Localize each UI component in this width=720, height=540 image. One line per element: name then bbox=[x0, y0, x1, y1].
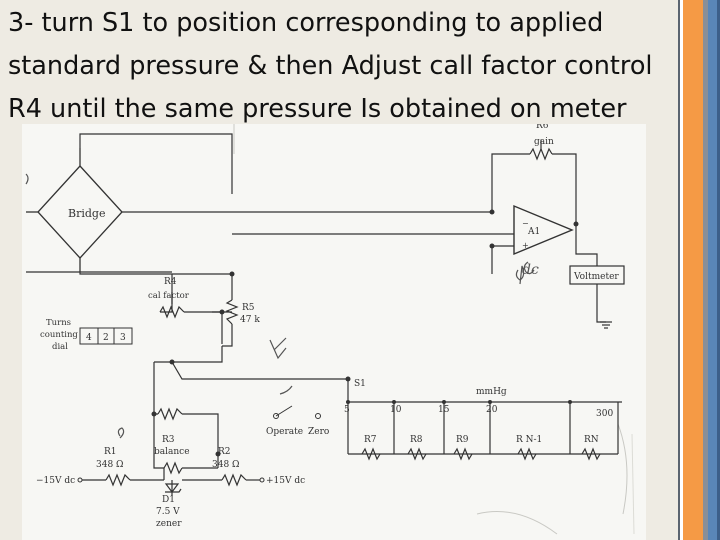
handwritten-marks bbox=[25, 173, 293, 439]
resistor-ladder bbox=[361, 447, 601, 461]
svg-text:Turns: Turns bbox=[46, 318, 71, 328]
dial-digit: 3 bbox=[120, 333, 126, 343]
r1-label: R1 bbox=[104, 447, 117, 457]
decorative-bar bbox=[680, 0, 683, 540]
zener-value: 7.5 V bbox=[156, 507, 180, 517]
gain-pot-label: R6 bbox=[536, 124, 549, 131]
gain-label: gain bbox=[534, 137, 554, 147]
r1-r2-resistors bbox=[105, 473, 247, 487]
r2-value: 348 Ω bbox=[212, 460, 240, 470]
r9-label: R9 bbox=[456, 435, 469, 445]
handwritten-dc: dc bbox=[522, 262, 539, 278]
voltmeter-box: Voltmeter bbox=[569, 265, 625, 285]
handwritten-dc-mark bbox=[515, 261, 535, 285]
amplifier-label: A1 bbox=[527, 227, 540, 237]
r8-label: R8 bbox=[410, 435, 423, 445]
positive-supply-label: +15V dc bbox=[266, 476, 305, 486]
rn1-label: R N-1 bbox=[516, 435, 542, 445]
r1-value: 348 Ω bbox=[96, 460, 124, 470]
switch-s1-label: S1 bbox=[354, 379, 366, 389]
svg-text:−: − bbox=[522, 219, 529, 228]
decorative-bar-gray bbox=[703, 0, 708, 540]
balance-label: balance bbox=[154, 447, 190, 457]
turns-counting-dial: Turns counting dial 4 2 3 bbox=[40, 318, 133, 352]
r7-label: R7 bbox=[364, 435, 377, 445]
r3-label: R3 bbox=[162, 435, 175, 445]
bridge-block bbox=[26, 148, 123, 272]
scale-tick: 300 bbox=[596, 409, 613, 419]
scale-tick: 5 bbox=[344, 405, 350, 415]
dial-digit: 2 bbox=[103, 333, 109, 343]
decorative-bar bbox=[678, 0, 680, 540]
negative-supply-label: −15V dc bbox=[36, 476, 75, 486]
r2-label: R2 bbox=[218, 447, 231, 457]
pressure-scale: 5 10 15 20 300 bbox=[344, 400, 613, 419]
r5-label: R5 bbox=[242, 303, 255, 313]
voltmeter-label: Voltmeter bbox=[573, 272, 619, 282]
scale-tick: 15 bbox=[438, 405, 450, 415]
cal-factor-label: cal factor bbox=[148, 291, 190, 301]
rn-label: RN bbox=[584, 435, 599, 445]
slide-text-line-2: standard pressure & then Adjust call fac… bbox=[8, 51, 653, 81]
op-amp-a1 bbox=[513, 204, 574, 256]
zener-diode-d1 bbox=[164, 483, 182, 493]
junction-dots bbox=[151, 209, 579, 457]
circuit-schematic: Bridge bbox=[25, 124, 635, 535]
r5-resistor bbox=[225, 299, 239, 325]
d1-label: D1 bbox=[162, 495, 175, 505]
dial-digit: 4 bbox=[86, 333, 92, 343]
svg-text:dial: dial bbox=[52, 342, 68, 352]
gain-potentiometer bbox=[529, 140, 553, 161]
circuit-wires bbox=[26, 133, 622, 496]
zero-label: Zero bbox=[308, 427, 329, 437]
r5-value: 47 k bbox=[240, 315, 260, 325]
zener-label: zener bbox=[156, 519, 182, 529]
decorative-bar-orange bbox=[683, 0, 703, 540]
slide-text-line-3: R4 until the same pressure Is obtained o… bbox=[8, 94, 627, 124]
r4-label: R4 bbox=[164, 277, 177, 287]
r3-balance-pot bbox=[157, 407, 183, 475]
scan-artifacts bbox=[233, 124, 635, 535]
bridge-label: Bridge bbox=[68, 207, 105, 220]
slide-body-text: 3- turn S1 to position corresponding to … bbox=[8, 2, 680, 131]
decorative-bar-blue bbox=[708, 0, 717, 540]
operate-label: Operate bbox=[266, 427, 303, 437]
mode-switch: Operate Zero bbox=[266, 405, 329, 437]
mmhg-label: mmHg bbox=[476, 387, 507, 397]
r4-cal-factor-pot bbox=[159, 292, 185, 319]
svg-text:counting: counting bbox=[40, 330, 78, 340]
slide-text-line-1: 3- turn S1 to position corresponding to … bbox=[8, 8, 604, 38]
circuit-diagram-photo: Bridge bbox=[22, 124, 646, 540]
decorative-bar-edge bbox=[717, 0, 720, 540]
scale-tick: 20 bbox=[486, 405, 498, 415]
svg-text:+: + bbox=[522, 241, 529, 250]
scale-tick: 10 bbox=[390, 405, 402, 415]
